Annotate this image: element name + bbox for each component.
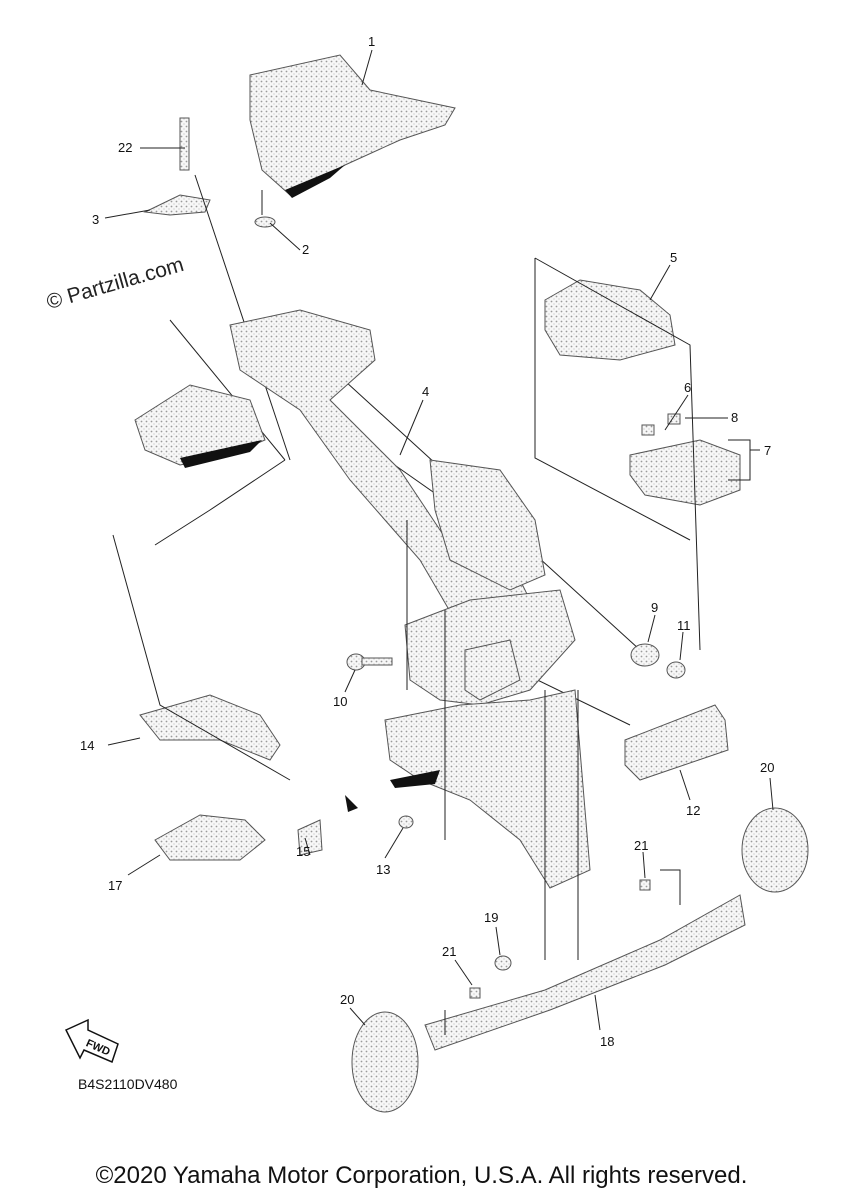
callout-12: 12 xyxy=(686,803,700,818)
part-3-bracket xyxy=(143,194,211,216)
callout-8: 8 xyxy=(731,410,738,425)
part-18-signal-bar xyxy=(424,894,746,1051)
part-11-nut xyxy=(666,661,686,679)
part-12-reflector xyxy=(624,704,729,781)
callout-11: 11 xyxy=(677,618,691,633)
lower-stay xyxy=(384,689,591,889)
callout-4: 4 xyxy=(422,384,429,399)
part-13-grommet xyxy=(398,815,414,829)
diagram-code: B4S2110DV480 xyxy=(78,1076,178,1092)
callout-6: 6 xyxy=(684,380,691,395)
callout-18: 18 xyxy=(600,1034,614,1049)
part-20-lens-left xyxy=(351,1011,419,1113)
part-1-upper-cowl xyxy=(249,54,456,198)
part-5-meter-cover xyxy=(544,279,676,361)
callout-21-right: 21 xyxy=(634,838,648,853)
callout-20-right: 20 xyxy=(760,760,774,775)
callout-leaders xyxy=(104,49,774,1031)
parts-diagram: 1 22 3 2 4 5 6 8 7 9 11 10 12 13 14 15 1… xyxy=(64,34,809,1113)
fwd-arrow-icon: FWD xyxy=(64,1018,119,1064)
callout-22: 22 xyxy=(118,140,132,155)
copyright-notice: ©2020 Yamaha Motor Corporation, U.S.A. A… xyxy=(95,1162,748,1189)
part-7-meter-assembly xyxy=(629,413,741,506)
part-19-nut xyxy=(494,955,512,971)
callout-7: 7 xyxy=(764,443,771,458)
part-2-grommet xyxy=(254,190,276,228)
callout-1: 1 xyxy=(368,34,375,49)
callout-2: 2 xyxy=(302,242,309,257)
part-17-cover xyxy=(154,814,266,861)
part-20-lens-right xyxy=(741,807,809,893)
part-21-bolt-left xyxy=(469,987,481,999)
callout-9: 9 xyxy=(651,600,658,615)
part-21-bolt-right xyxy=(639,879,651,891)
part-10-bolt xyxy=(346,653,393,671)
callout-14: 14 xyxy=(80,738,94,753)
callout-labels: 1 22 3 2 4 5 6 8 7 9 11 10 12 13 14 15 1… xyxy=(80,34,774,1049)
callout-3: 3 xyxy=(92,212,99,227)
part-14-bracket xyxy=(139,694,281,761)
callout-20-left: 20 xyxy=(340,992,354,1007)
part-9-collar xyxy=(630,643,660,667)
callout-13: 13 xyxy=(376,862,390,877)
bracket-lines xyxy=(112,257,751,1035)
callout-5: 5 xyxy=(670,250,677,265)
callout-21-left: 21 xyxy=(442,944,456,959)
callout-17: 17 xyxy=(108,878,122,893)
left-housing xyxy=(134,384,266,468)
part-15-spacer xyxy=(297,795,358,856)
callout-19: 19 xyxy=(484,910,498,925)
callout-15: 15 xyxy=(296,844,310,859)
callout-10: 10 xyxy=(333,694,347,709)
part-22-bolt xyxy=(179,117,190,171)
headlight-body xyxy=(404,589,576,706)
